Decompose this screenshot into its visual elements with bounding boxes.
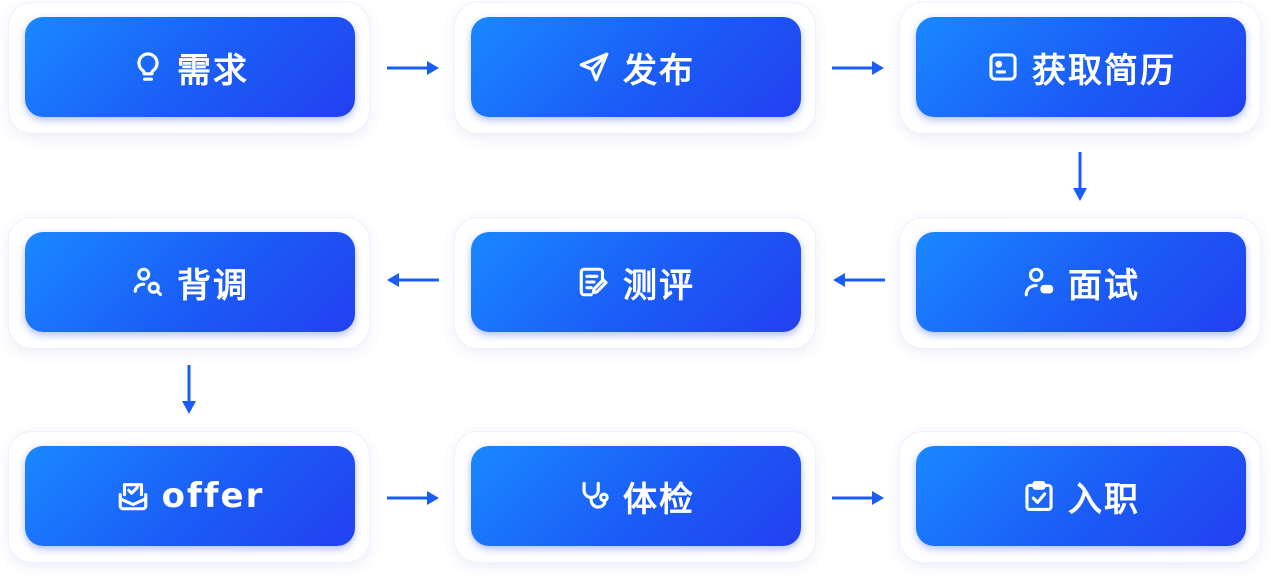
resume-icon xyxy=(986,50,1020,84)
step-get-resume: 获取简历 xyxy=(899,2,1261,134)
step-publish-label: 发布 xyxy=(623,50,695,91)
step-publish: 发布 xyxy=(454,2,816,134)
step-onboarding-box: 入职 xyxy=(916,446,1246,546)
arrow-offer-to-medical-exam xyxy=(387,491,439,505)
step-assessment: 测评 xyxy=(454,217,816,349)
arrow-interview-to-assessment xyxy=(833,273,885,287)
interview-icon xyxy=(1022,265,1056,299)
step-medical-exam-label: 体检 xyxy=(623,479,695,520)
step-offer-label: offer xyxy=(161,476,265,516)
step-demand-box: 需求 xyxy=(25,17,355,117)
background-check-icon xyxy=(131,265,165,299)
step-demand: 需求 xyxy=(8,2,370,134)
step-background-check-box: 背调 xyxy=(25,232,355,332)
assessment-icon xyxy=(577,265,611,299)
arrow-assessment-to-background-check xyxy=(387,273,439,287)
step-offer: offer xyxy=(8,431,370,563)
offer-mail-icon xyxy=(116,479,150,513)
step-assessment-box: 测评 xyxy=(471,232,801,332)
step-background-check: 背调 xyxy=(8,217,370,349)
step-background-check-label: 背调 xyxy=(177,265,249,306)
lightbulb-icon xyxy=(131,50,165,84)
send-icon xyxy=(577,50,611,84)
step-onboarding: 入职 xyxy=(899,431,1261,563)
step-interview-label: 面试 xyxy=(1068,265,1140,306)
step-interview: 面试 xyxy=(899,217,1261,349)
stethoscope-icon xyxy=(577,479,611,513)
arrow-publish-to-get-resume xyxy=(832,61,884,75)
step-assessment-label: 测评 xyxy=(623,265,695,306)
step-onboarding-label: 入职 xyxy=(1068,479,1140,520)
step-offer-box: offer xyxy=(25,446,355,546)
arrow-background-check-to-offer xyxy=(182,365,196,414)
step-get-resume-label: 获取简历 xyxy=(1032,50,1176,91)
step-medical-exam-box: 体检 xyxy=(471,446,801,546)
arrow-get-resume-to-interview xyxy=(1073,152,1087,201)
step-publish-box: 发布 xyxy=(471,17,801,117)
clipboard-check-icon xyxy=(1022,479,1056,513)
step-interview-box: 面试 xyxy=(916,232,1246,332)
step-medical-exam: 体检 xyxy=(454,431,816,563)
arrow-medical-exam-to-onboarding xyxy=(832,491,884,505)
step-get-resume-box: 获取简历 xyxy=(916,17,1246,117)
arrow-demand-to-publish xyxy=(387,61,439,75)
step-demand-label: 需求 xyxy=(177,50,249,91)
